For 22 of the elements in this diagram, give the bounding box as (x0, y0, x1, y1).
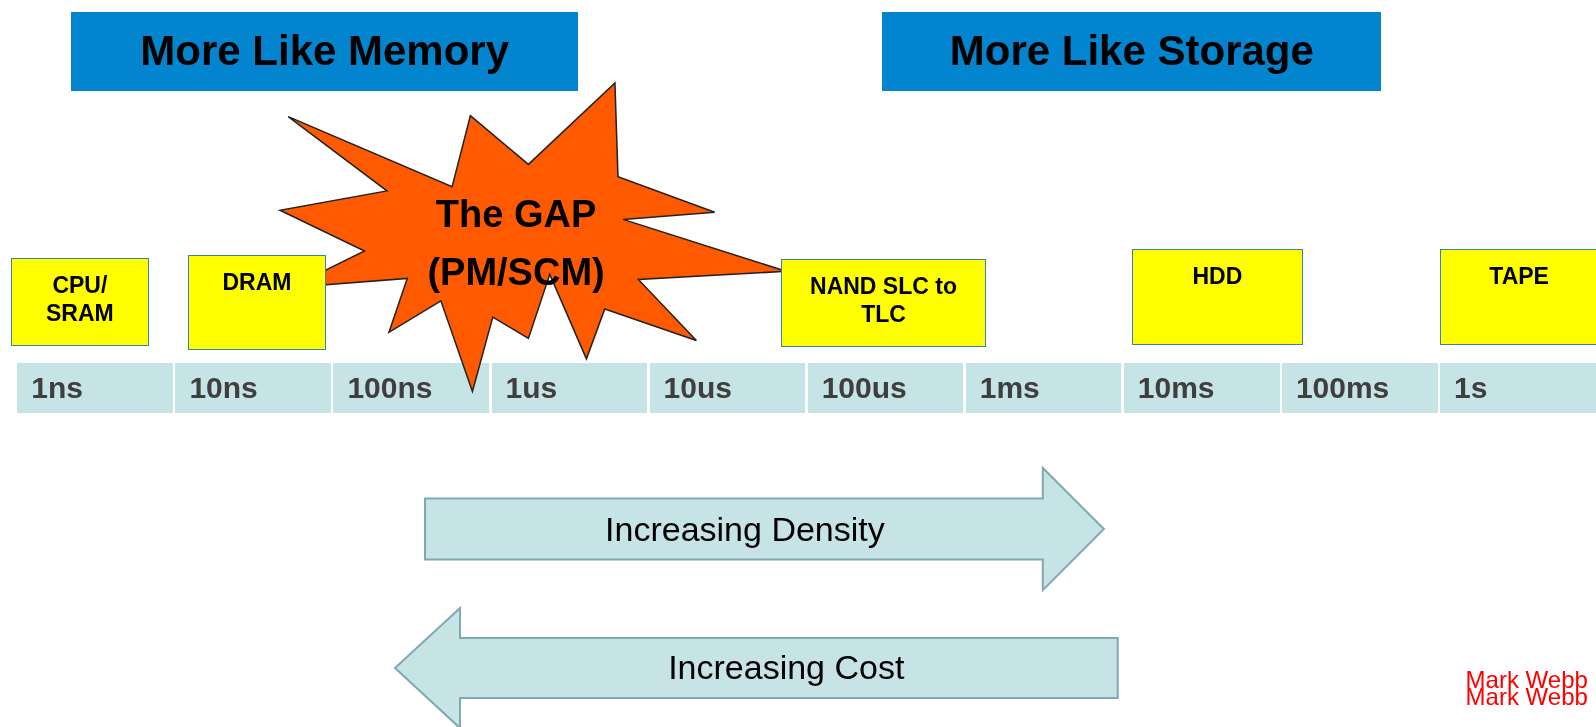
timeline-cell: 100ns (333, 363, 490, 414)
pointed-banner (425, 468, 1105, 591)
technology-box: HDD (1131, 249, 1303, 346)
arrow-label: Increasing Cost (668, 648, 905, 688)
technology-box: DRAM (188, 255, 326, 351)
timeline-cell: 10ns (175, 363, 332, 414)
timeline-cell: 1s (1439, 363, 1596, 414)
technology-box: TAPE (1440, 249, 1596, 346)
heading-band: More Like Storage (882, 12, 1382, 91)
arrow-label: Increasing Density (605, 509, 885, 549)
technology-box: CPU/ SRAM (11, 257, 149, 347)
timeline-cell: 10ms (1123, 363, 1280, 414)
timeline-cell: 1ns (17, 363, 173, 414)
pointed-banner (394, 607, 1118, 727)
technology-box: NAND SLC to TLC (780, 258, 987, 348)
heading-band: More Like Memory (71, 12, 579, 91)
timeline-cell: 1ms (965, 363, 1122, 414)
gap-label: The GAP (PM/SCM) (426, 192, 606, 296)
timeline-cell: 1us (491, 363, 648, 414)
timeline-cell: 100us (807, 363, 964, 414)
timeline-cell: 100ms (1281, 363, 1438, 414)
timeline-cell: 10us (649, 363, 806, 414)
